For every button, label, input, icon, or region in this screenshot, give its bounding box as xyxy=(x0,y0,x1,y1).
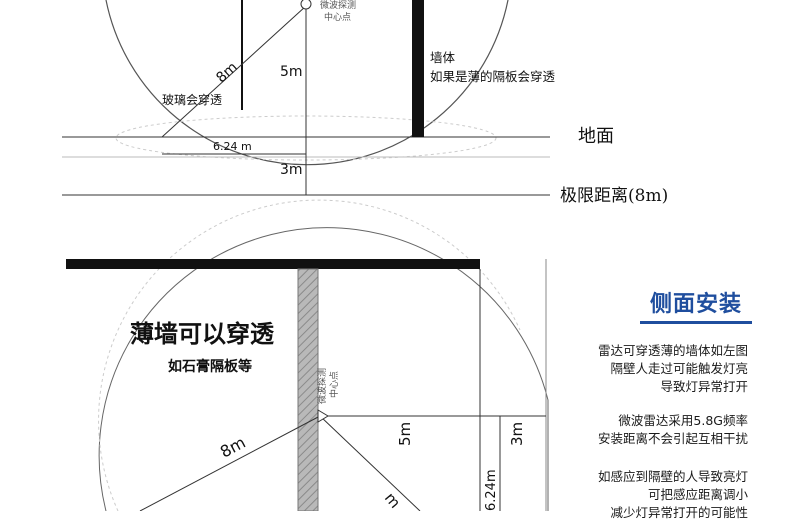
ceiling-bar xyxy=(66,259,480,269)
bottom-radius-label: 8m xyxy=(217,433,249,462)
thin-wall-subtitle: 如石膏隔板等 xyxy=(168,358,252,375)
bottom-sensor-icon xyxy=(317,409,329,423)
top-diagram: 微波探测 中心点 8m 5m 6.24 m 3m 玻璃会穿透 墙体 如果是薄的隔… xyxy=(62,0,668,206)
top-radius-line xyxy=(161,5,307,138)
bottom-radius-line xyxy=(139,415,321,511)
side-panel-title: 侧面安装 xyxy=(649,292,742,317)
side-text-line: 隔壁人走过可能触发灯亮 xyxy=(610,361,748,376)
bottom-5m-label: 5m xyxy=(396,422,414,446)
top-wall xyxy=(412,0,424,137)
bottom-3m-label: 3m xyxy=(508,422,526,446)
bottom-center-label-line2: 中心点 xyxy=(328,371,340,398)
bottom-radius-line-2 xyxy=(319,415,421,511)
thin-wall xyxy=(297,268,319,511)
top-detection-arc xyxy=(105,0,509,166)
top-sensor-icon xyxy=(300,0,312,10)
side-text-line: 导致灯异常打开 xyxy=(660,379,748,394)
top-chord-label: 6.24 m xyxy=(213,140,252,153)
side-text-line: 减少灯异常打开的可能性 xyxy=(610,505,748,520)
ground-label: 地面 xyxy=(578,126,614,147)
side-paragraph-frequency: 微波雷达采用5.8G频率 安装距离不会引起互相干扰 xyxy=(508,412,748,448)
side-text-line: 雷达可穿透薄的墙体如左图 xyxy=(597,343,748,358)
thin-wall-title: 薄墙可以穿透 xyxy=(130,320,275,348)
side-paragraph-adjust: 如感应到隔壁的人导致亮灯 可把感应距离调小 减少灯异常打开的可能性 xyxy=(508,468,748,522)
bottom-diagram: 薄墙可以穿透 如石膏隔板等 微波探测 中心点 8m 5m 3m 6.24m m xyxy=(66,199,549,511)
bottom-center-label-line1: 微波探测 xyxy=(316,368,328,404)
limit-label: 极限距离(8m) xyxy=(560,186,668,206)
side-text-line: 如感应到隔壁的人导致亮灯 xyxy=(597,469,748,484)
side-panel-title-underline xyxy=(640,321,752,324)
top-depth-label: 3m xyxy=(280,162,303,178)
top-radius-label: 8m xyxy=(213,59,240,86)
wall-description: 如果是薄的隔板会穿透 xyxy=(430,69,556,84)
installation-diagram: 微波探测 中心点 8m 5m 6.24 m 3m 玻璃会穿透 墙体 如果是薄的隔… xyxy=(62,0,668,511)
side-text-line: 微波雷达采用5.8G频率 xyxy=(618,413,748,428)
side-paragraph-penetration: 雷达可穿透薄的墙体如左图 隔壁人走过可能触发灯亮 导致灯异常打开 xyxy=(508,342,748,396)
bottom-detection-arc xyxy=(98,227,549,511)
top-center-label-line2: 中心点 xyxy=(324,11,351,23)
top-center-label-line1: 微波探测 xyxy=(320,0,356,11)
glass-label: 玻璃会穿透 xyxy=(162,92,222,107)
side-text-line: 可把感应距离调小 xyxy=(647,487,748,502)
side-text-line: 安装距离不会引起互相干扰 xyxy=(597,431,748,446)
top-height-label: 5m xyxy=(280,64,303,80)
bottom-chord-label: 6.24m xyxy=(484,469,499,511)
wall-title: 墙体 xyxy=(430,50,456,65)
